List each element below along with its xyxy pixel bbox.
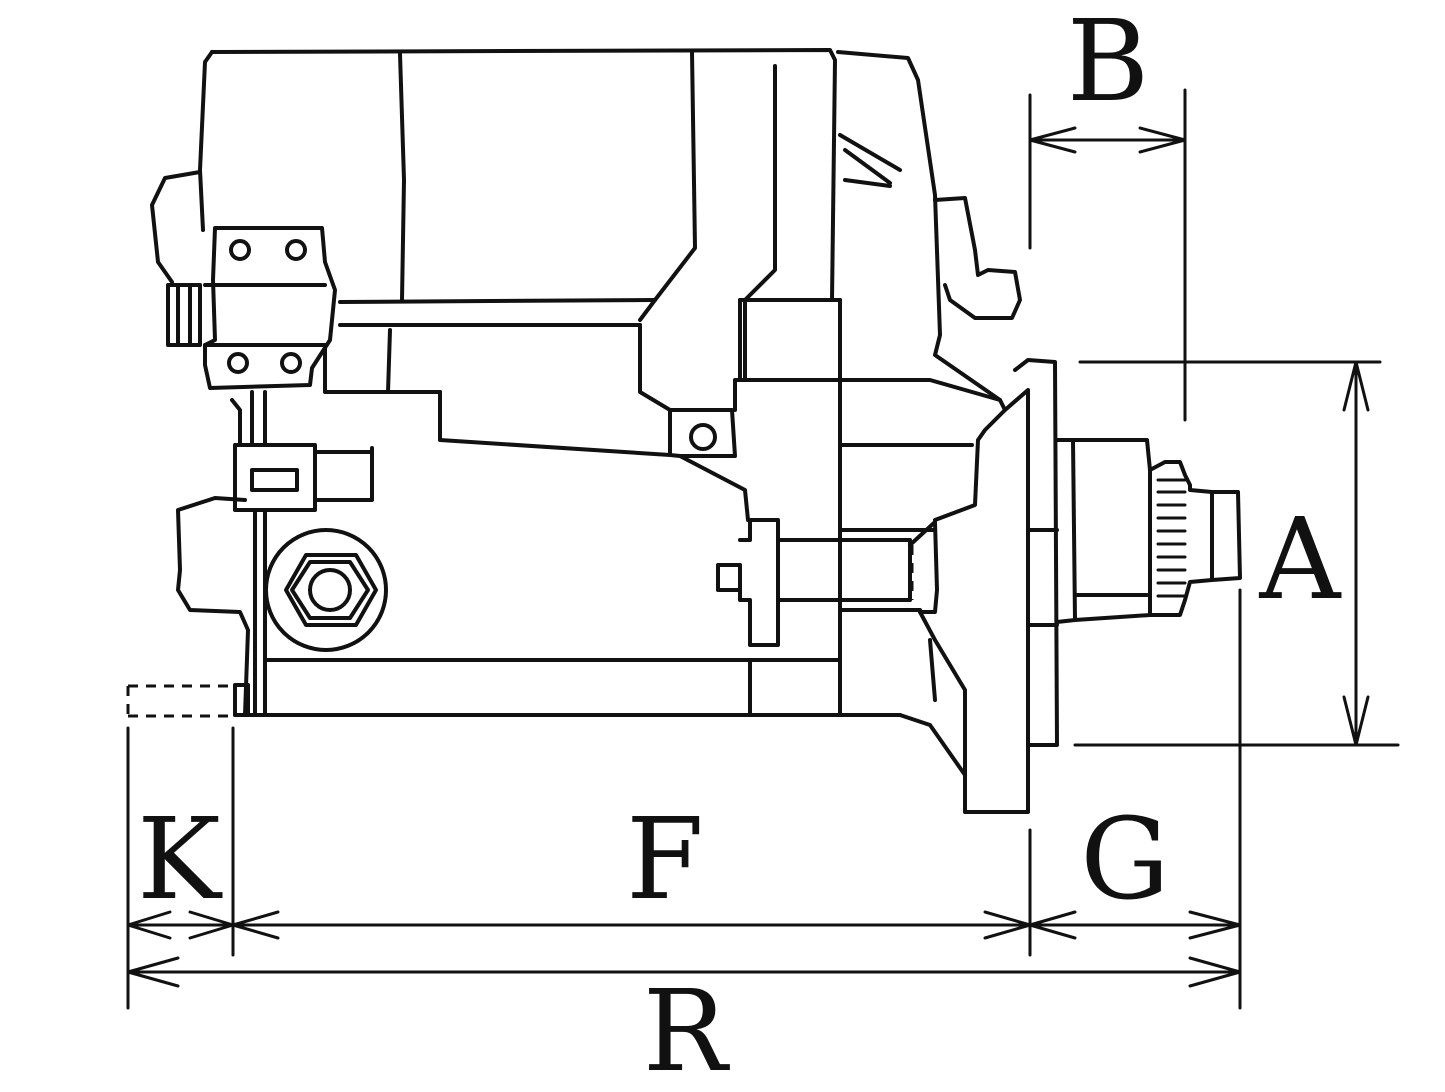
- label-f: F: [626, 795, 704, 925]
- pinion-gear: [1055, 438, 1242, 624]
- label-r: R: [643, 967, 731, 1092]
- lead-connector: [230, 390, 374, 717]
- label-b: B: [1067, 0, 1149, 127]
- label-k: K: [137, 795, 223, 925]
- solenoid-body: [176, 446, 902, 717]
- terminal-bracket: [166, 226, 337, 390]
- dimension-lines: [126, 88, 1400, 1010]
- label-g: G: [1080, 795, 1169, 925]
- drive-end-housing: [716, 50, 1059, 814]
- motor-body: [150, 48, 837, 522]
- label-a: A: [1259, 495, 1342, 625]
